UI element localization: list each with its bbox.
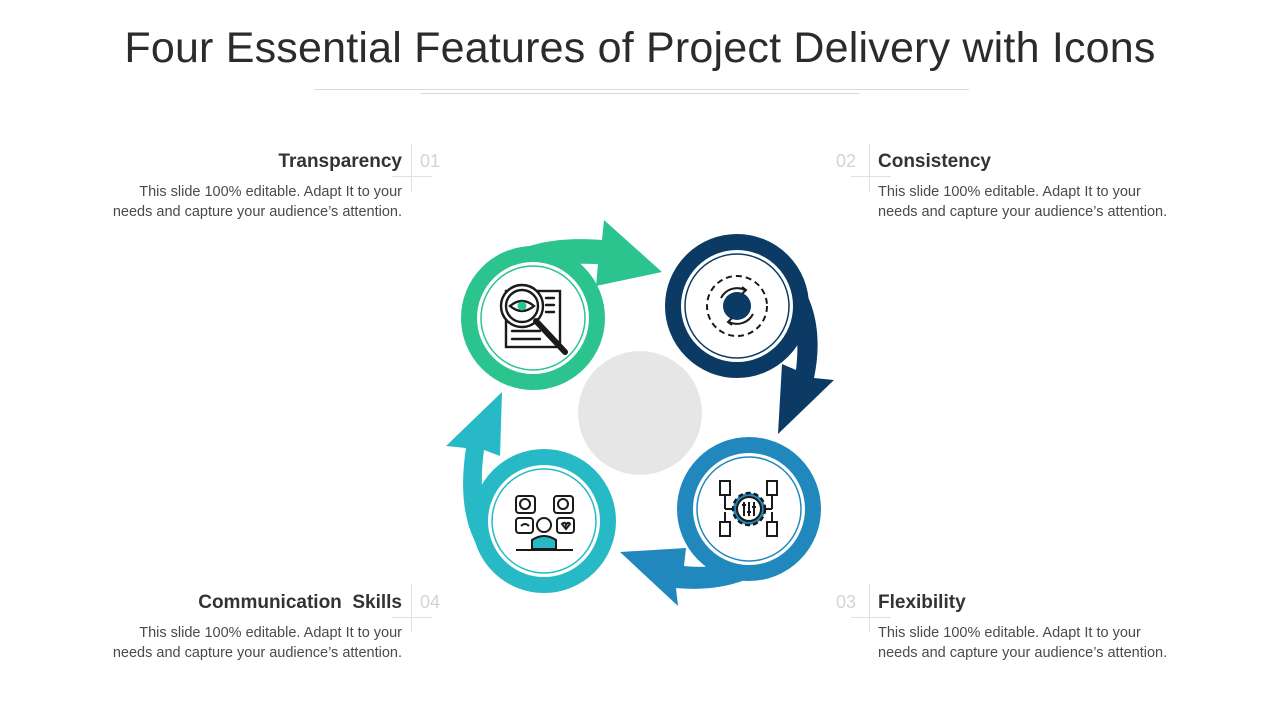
feature-heading: Consistency — [878, 151, 991, 172]
number-divider-vertical — [869, 584, 870, 632]
feature-description: This slide 100% editable. Adapt It to yo… — [112, 184, 402, 220]
feature-number: 04 — [420, 592, 441, 612]
number-divider-vertical — [411, 584, 412, 632]
feature-heading: Flexibility — [878, 592, 966, 613]
title-divider — [314, 89, 969, 90]
number-divider-vertical — [869, 144, 870, 192]
circular-arrows-icon — [706, 275, 768, 337]
magnifier-eye-document-icon — [499, 283, 568, 355]
feature-description: This slide 100% editable. Adapt It to yo… — [878, 625, 1168, 661]
number-divider-horizontal — [851, 617, 891, 618]
consistency-arrow — [776, 270, 834, 434]
gear-sliders-network-icon — [719, 480, 778, 537]
feature-consistency: Consistency This slide 100% editable. Ad… — [878, 151, 1208, 222]
feature-number: 01 — [420, 151, 441, 171]
center-circle — [578, 351, 702, 475]
feature-number: 02 — [836, 151, 857, 171]
communication-arrow — [446, 392, 506, 568]
page-title: Four Essential Features of Project Deliv… — [124, 24, 1156, 72]
number-divider-horizontal — [392, 617, 432, 618]
feature-description: This slide 100% editable. Adapt It to yo… — [878, 184, 1168, 220]
person-chat-bubbles-icon — [515, 495, 575, 551]
feature-heading: Transparency — [278, 151, 402, 172]
number-divider-horizontal — [851, 176, 891, 177]
feature-number: 03 — [836, 592, 857, 612]
feature-flexibility: Flexibility This slide 100% editable. Ad… — [878, 592, 1208, 663]
number-divider-horizontal — [392, 176, 432, 177]
feature-heading: Communication Skills — [198, 592, 402, 613]
feature-communication-skills: Communication Skills This slide 100% edi… — [72, 592, 402, 663]
flexibility-arrow — [620, 536, 786, 606]
feature-description: This slide 100% editable. Adapt It to yo… — [112, 625, 402, 661]
title-divider-short — [420, 93, 860, 94]
number-divider-vertical — [411, 144, 412, 192]
feature-transparency: Transparency This slide 100% editable. A… — [72, 151, 402, 222]
